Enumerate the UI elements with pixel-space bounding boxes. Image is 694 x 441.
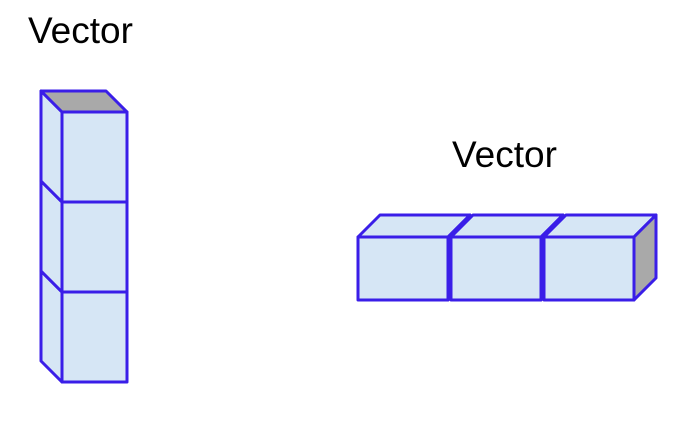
cube-front-face [356, 235, 450, 302]
row-vector [356, 213, 658, 302]
column-cube [39, 89, 129, 204]
cube-front-face [449, 235, 543, 302]
row-vector-title: Vector [452, 134, 557, 175]
cube-front-face [60, 290, 129, 384]
cube-front-face [60, 200, 129, 294]
cube-front-face [60, 110, 129, 204]
column-vector [39, 89, 129, 384]
column-vector-title: Vector [28, 10, 133, 51]
cube-front-face [542, 235, 636, 302]
row-cube [542, 213, 658, 302]
